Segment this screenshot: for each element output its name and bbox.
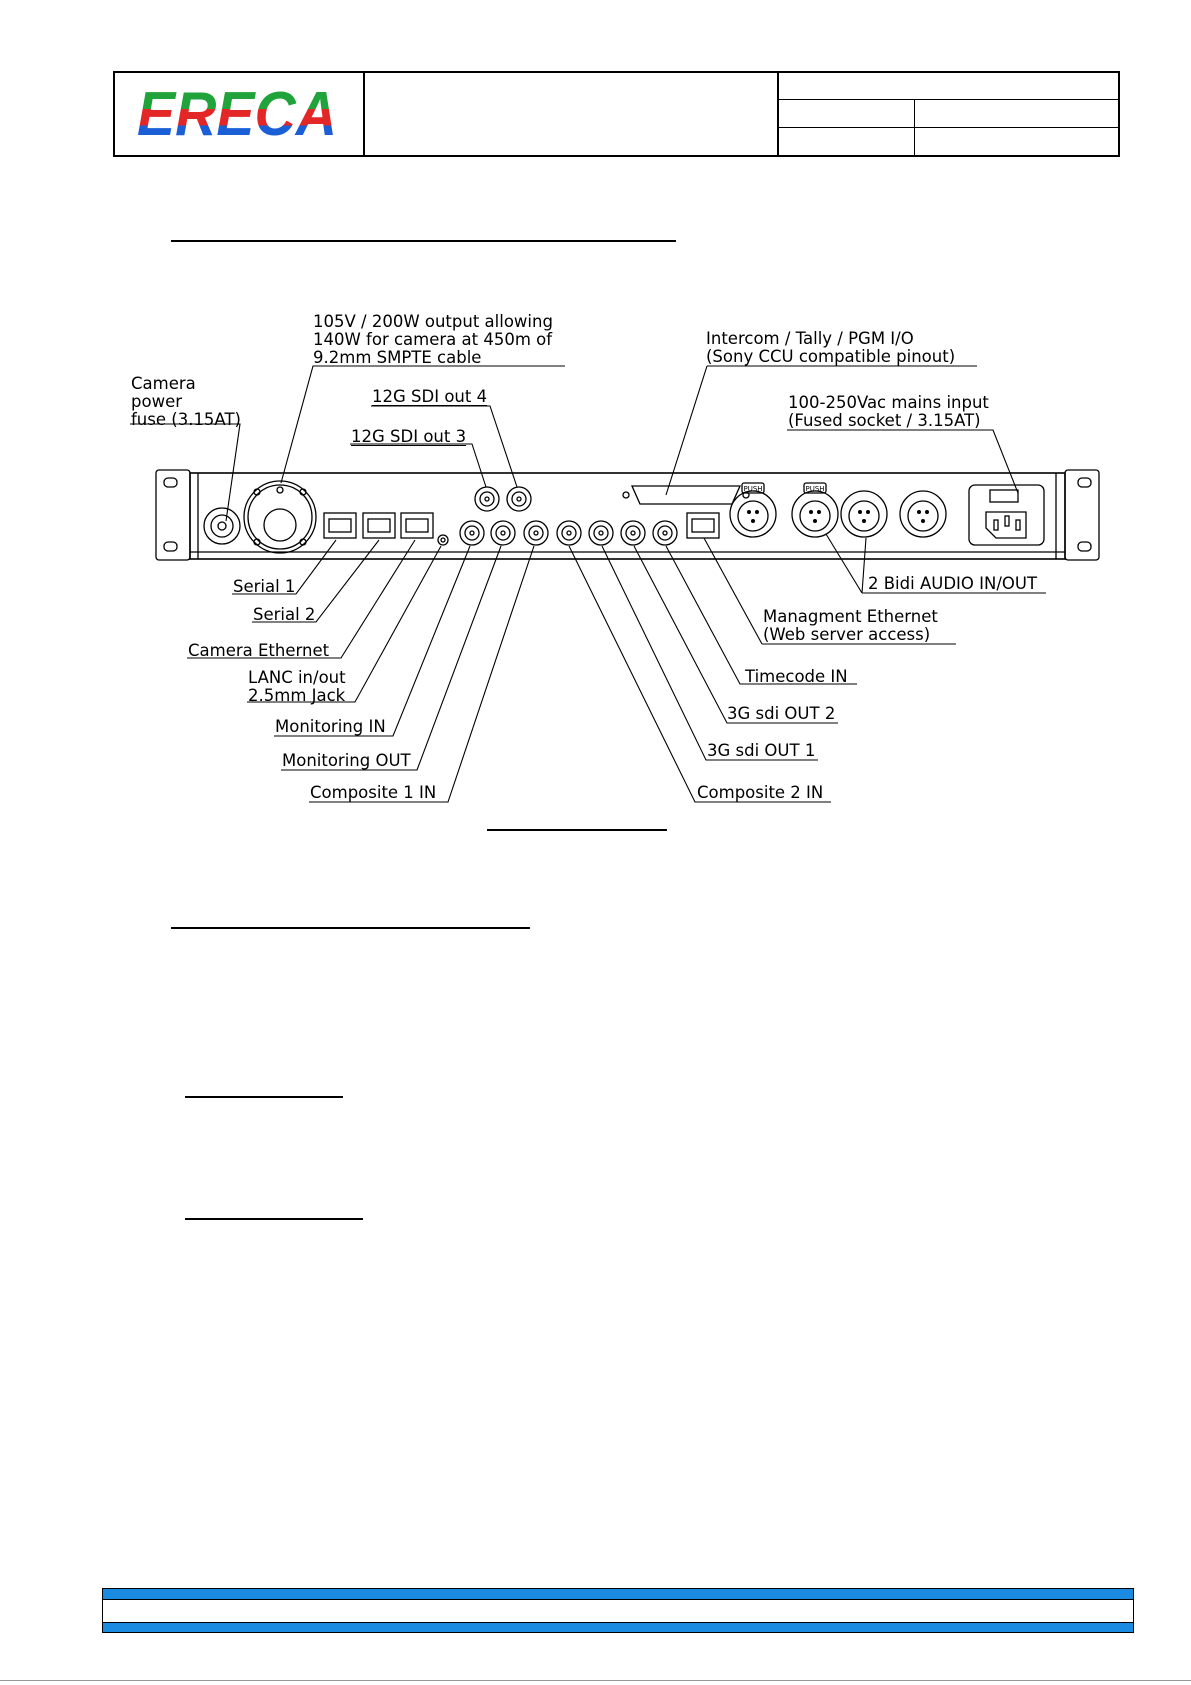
title-cell <box>365 73 779 155</box>
subsection-heading-rule-2 <box>185 1218 363 1220</box>
leader-serial2 <box>252 539 380 623</box>
leader-mon-in <box>274 545 471 737</box>
leader-sdi-out1 <box>601 545 818 761</box>
doc-info-cell-2 <box>915 100 1118 128</box>
leader-serial1 <box>232 539 337 595</box>
logo-text: ERECA <box>137 80 337 149</box>
footer-band-middle <box>103 1599 1133 1623</box>
label-intercom: Intercom / Tally / PGM I/O (Sony CCU com… <box>706 329 956 366</box>
subsection-heading-rule-1 <box>185 1096 343 1098</box>
rack-ear-right <box>1064 469 1100 561</box>
label-timecode: Timecode IN <box>745 667 848 686</box>
label-lanc: LANC in/out 2.5mm Jack <box>248 668 346 705</box>
serial-2-port <box>362 512 396 539</box>
bnc-3g-sdi-1 <box>588 520 614 546</box>
label-management-ethernet: Managment Ethernet (Web server access) <box>763 607 938 644</box>
doc-info-cell-4 <box>915 128 1118 155</box>
label-composite-2: Composite 2 IN <box>697 783 824 802</box>
section-heading-rule-2 <box>171 927 530 929</box>
bnc-12g-sdi-4 <box>506 486 532 512</box>
leader-audio-2 <box>825 533 863 594</box>
logo-cell: ERECA <box>115 73 365 155</box>
bnc-12g-sdi-3 <box>474 486 500 512</box>
leader-mains <box>787 429 1019 494</box>
bnc-monitoring-out <box>490 520 516 546</box>
fuse-holder <box>203 507 241 545</box>
leader-output <box>280 365 565 484</box>
push-label-2: PUSH <box>805 485 824 493</box>
lanc-jack <box>437 534 449 546</box>
xlr-4 <box>899 490 947 538</box>
label-camera-output: 105V / 200W output allowing 140W for cam… <box>313 312 553 367</box>
camera-ethernet-port <box>400 512 434 539</box>
label-serial-1: Serial 1 <box>233 577 296 596</box>
doc-info-cell-1 <box>779 100 915 128</box>
bnc-composite-2 <box>556 520 582 546</box>
leader-fuse <box>130 423 241 522</box>
label-audio: 2 Bidi AUDIO IN/OUT <box>868 574 1038 593</box>
page-footer <box>102 1588 1134 1633</box>
label-3g-sdi-out-1: 3G sdi OUT 1 <box>707 741 816 760</box>
push-label-1: PUSH <box>743 485 762 493</box>
section-heading-rule-1 <box>171 240 676 242</box>
management-ethernet-port <box>686 512 720 539</box>
label-mains-input: 100-250Vac mains input (Fused socket / 3… <box>788 393 989 430</box>
title-block: ERECA <box>113 71 1120 157</box>
leader-sdi4 <box>371 405 518 488</box>
rear-panel-diagram: PUSH PUSH <box>130 365 1100 803</box>
page-bottom-rule <box>0 1680 1191 1681</box>
leader-sdi-out2 <box>633 545 838 724</box>
leader-mon-out <box>281 545 502 771</box>
label-12g-sdi-out-4: 12G SDI out 4 <box>372 387 488 406</box>
label-3g-sdi-out-2: 3G sdi OUT 2 <box>727 704 836 723</box>
doc-info-cell-3 <box>779 128 915 155</box>
label-camera-fuse: Camera power fuse (3.15AT) <box>131 374 241 429</box>
leader-audio-3 <box>861 537 867 594</box>
leader-timecode <box>665 545 857 685</box>
leader-comp2 <box>568 545 831 803</box>
bnc-timecode <box>652 520 678 546</box>
label-serial-2: Serial 2 <box>253 605 316 624</box>
leader-cam-eth <box>187 539 416 659</box>
db25-connector <box>630 485 742 505</box>
leader-intercom-2 <box>665 365 708 496</box>
label-12g-sdi-out-3: 12G SDI out 3 <box>351 427 467 446</box>
bnc-composite-1 <box>523 520 549 546</box>
leader-comp1 <box>309 545 535 803</box>
leader-sdi3 <box>350 443 487 488</box>
xlr-3 <box>840 490 888 538</box>
leader-mgmt-2 <box>703 537 763 645</box>
label-camera-ethernet: Camera Ethernet <box>188 641 330 660</box>
label-composite-1: Composite 1 IN <box>310 783 437 802</box>
ereca-logo: ERECA <box>137 80 337 149</box>
rack-ear-left <box>155 469 191 561</box>
camera-power-connector <box>243 480 317 554</box>
mains-inlet <box>968 484 1045 546</box>
label-monitoring-out: Monitoring OUT <box>282 751 411 770</box>
leader-lanc <box>247 545 442 703</box>
label-monitoring-in: Monitoring IN <box>275 717 386 736</box>
xlr-1 <box>729 490 777 538</box>
footer-band-top <box>103 1589 1133 1599</box>
chassis <box>189 472 1066 560</box>
bnc-3g-sdi-2 <box>620 520 646 546</box>
footer-band-bottom <box>103 1623 1133 1632</box>
figure-caption-rule <box>487 829 667 831</box>
serial-1-port <box>323 512 357 539</box>
bnc-monitoring-in <box>459 520 485 546</box>
xlr-2 <box>791 490 839 538</box>
doc-info-cell-top <box>779 73 1118 100</box>
